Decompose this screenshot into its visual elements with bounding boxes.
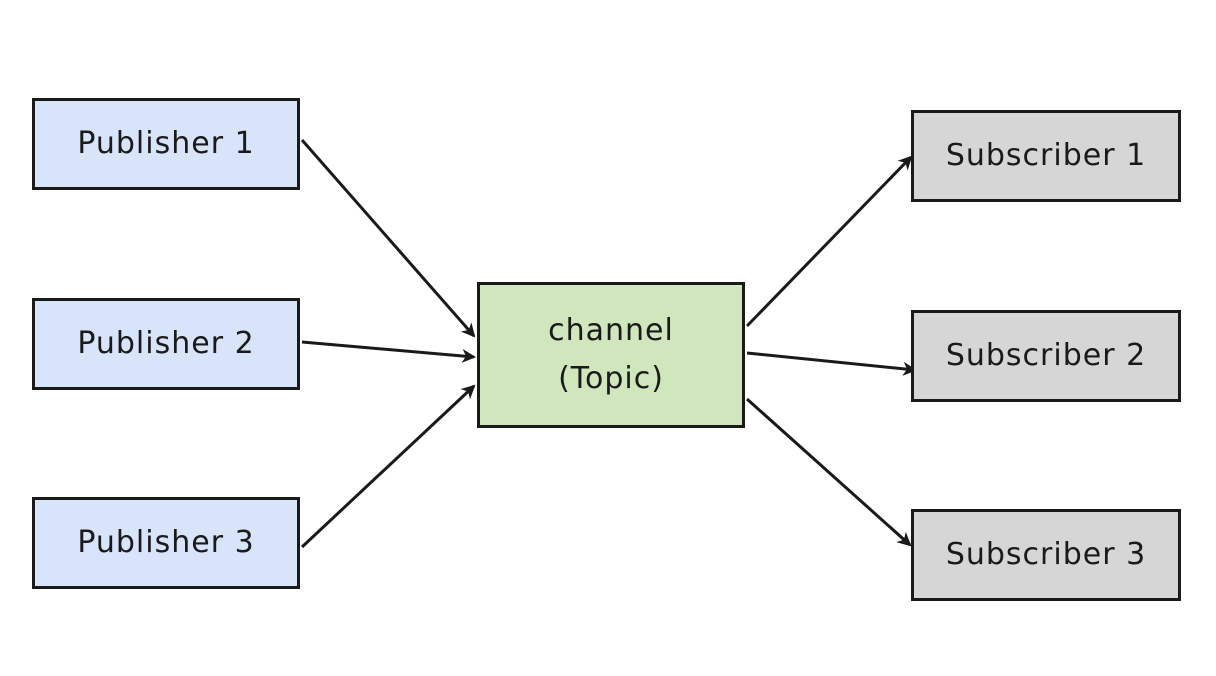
- publisher-2-label: Publisher 2: [77, 326, 255, 361]
- subscriber-3-node: Subscriber 3: [911, 509, 1181, 601]
- arrow-publisher-1-to-channel: [300, 139, 476, 338]
- publisher-1-label: Publisher 1: [77, 126, 255, 161]
- subscriber-1-node: Subscriber 1: [911, 110, 1181, 202]
- publisher-3-label: Publisher 3: [77, 525, 255, 560]
- subscriber-2-label: Subscriber 2: [945, 338, 1147, 373]
- channel-topic-label: (Topic): [558, 361, 664, 396]
- channel-label: channel: [548, 313, 674, 348]
- arrow-publisher-3-to-channel: [300, 384, 476, 549]
- subscriber-1-label: Subscriber 1: [945, 138, 1147, 173]
- arrow-channel-to-subscriber-2: [746, 351, 917, 376]
- arrow-channel-to-subscriber-3: [745, 397, 912, 547]
- arrow-channel-to-subscriber-1: [745, 155, 913, 328]
- subscriber-2-node: Subscriber 2: [911, 310, 1181, 402]
- subscriber-3-label: Subscriber 3: [945, 537, 1147, 572]
- publisher-3-node: Publisher 3: [32, 497, 300, 589]
- arrow-publisher-2-to-channel: [301, 340, 476, 363]
- publisher-2-node: Publisher 2: [32, 298, 300, 390]
- publisher-1-node: Publisher 1: [32, 98, 300, 190]
- channel-node: channel (Topic): [477, 282, 745, 428]
